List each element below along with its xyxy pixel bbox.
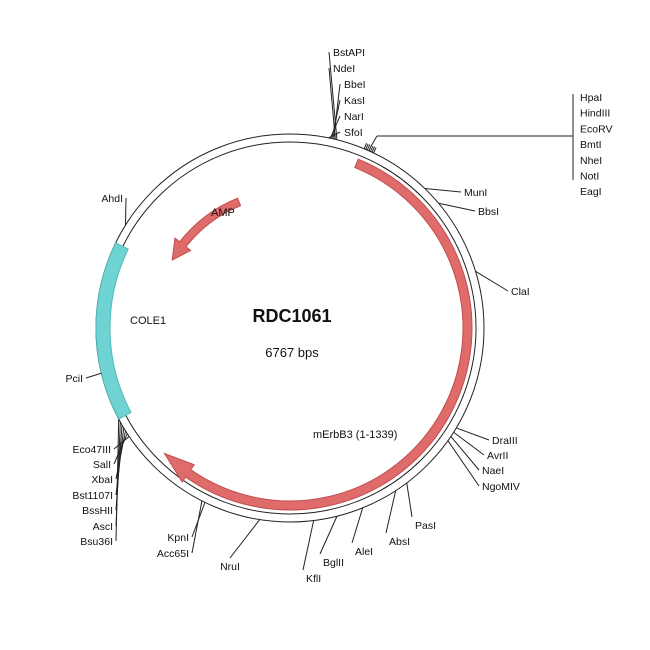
site-tick-nhei	[366, 144, 371, 151]
amp-label: AMP	[211, 207, 235, 219]
site-leader-alei	[351, 507, 364, 544]
cole1-feature-block	[95, 242, 132, 420]
restriction-site-layer: BstAPI NdeI BbeI KasI NarI SfoI HpaI HindIII Eco…	[65, 47, 612, 585]
site-leader-muni	[424, 187, 462, 193]
merbb3-feature-arrow	[163, 158, 473, 511]
site-leader-acc65i	[191, 500, 203, 554]
site-label-asci: AscI	[93, 521, 113, 533]
site-label-bsu36i: Bsu36I	[80, 536, 113, 548]
site-label-nari: NarI	[344, 111, 364, 123]
site-label-ngomiv: NgoMIV	[482, 481, 520, 493]
site-tick-hindiii	[371, 146, 375, 153]
site-label-kpni: KpnI	[167, 532, 189, 544]
site-leader-avrii	[453, 431, 485, 456]
site-leader-nrui	[229, 519, 261, 559]
site-label-nhei: NheI	[580, 155, 602, 167]
site-leader-pcii	[85, 372, 102, 379]
site-label-ahdi: AhdI	[101, 193, 123, 205]
site-label-bglii: BglII	[323, 557, 344, 569]
site-leader-bsu36i	[115, 419, 120, 542]
site-label-muni: MunI	[464, 187, 487, 199]
site-leader-bbei	[333, 83, 341, 140]
site-tick-noti	[365, 143, 369, 150]
plasmid-size: 6767 bps	[265, 345, 319, 360]
cole1-label: COLE1	[130, 315, 166, 327]
plasmid-backbone-inner	[103, 141, 477, 515]
site-label-bst1107i: Bst1107I	[72, 490, 113, 502]
site-tick-eagi	[363, 143, 367, 149]
site-leader-clai	[475, 270, 509, 292]
site-label-alei: AleI	[355, 546, 373, 558]
site-label-xbai: XbaI	[91, 474, 113, 486]
site-leader-kfli	[302, 520, 315, 571]
bracket-connector	[370, 135, 378, 147]
site-leader-draiii	[456, 427, 490, 441]
site-label-absi: AbsI	[389, 536, 410, 548]
feature-layer: AMP mErbB3 (1-1339) COLE1	[95, 158, 473, 511]
site-label-hpai: HpaI	[580, 92, 602, 104]
site-label-pcii: PciI	[65, 373, 83, 385]
site-leader-nari	[329, 115, 341, 139]
site-label-noti: NotI	[580, 171, 599, 183]
site-tick-hpai	[373, 147, 377, 154]
site-tick-ecorv	[369, 145, 374, 152]
plasmid-name: RDC1061	[252, 306, 331, 326]
site-label-eagi: EagI	[580, 186, 602, 198]
site-label-kasi: KasI	[344, 95, 365, 107]
site-label-bmti: BmtI	[580, 139, 602, 151]
site-label-kfli: KflI	[306, 573, 321, 585]
site-leader-sfoi	[328, 131, 341, 139]
site-leader-ahdi	[124, 197, 127, 226]
site-label-ecorv: EcoRV	[580, 123, 613, 135]
site-label-acc65i: Acc65I	[157, 548, 189, 560]
amp-feature-arrow	[171, 197, 242, 261]
site-label-hindiii: HindIII	[580, 108, 610, 120]
site-label-naei: NaeI	[482, 465, 504, 477]
site-label-sali: SalI	[93, 459, 111, 471]
site-label-avrii: AvrII	[487, 450, 508, 462]
site-leader-naei	[450, 436, 480, 471]
site-leader-ngomiv	[447, 440, 480, 487]
site-label-clai: ClaI	[511, 286, 530, 298]
site-leader-bbsi	[438, 202, 476, 212]
site-label-nrui: NruI	[220, 561, 240, 573]
site-label-bbsi: BbsI	[478, 206, 499, 218]
site-label-draiii: DraIII	[492, 435, 518, 447]
site-leader-absi	[385, 490, 397, 534]
site-label-sfoi: SfoI	[344, 127, 363, 139]
site-label-pasi: PasI	[415, 520, 436, 532]
site-label-bsshii: BssHII	[82, 505, 113, 517]
site-leader-pasi	[406, 482, 413, 518]
site-label-eco47iii: Eco47III	[72, 444, 111, 456]
site-leader-bglii	[319, 516, 338, 555]
plasmid-backbone-outer	[95, 133, 485, 523]
merbb3-label: mErbB3 (1-1339)	[313, 429, 397, 441]
site-label-bbei: BbeI	[344, 79, 366, 91]
site-label-ndei: NdeI	[333, 63, 355, 75]
site-label-bstapi: BstAPI	[333, 47, 365, 59]
